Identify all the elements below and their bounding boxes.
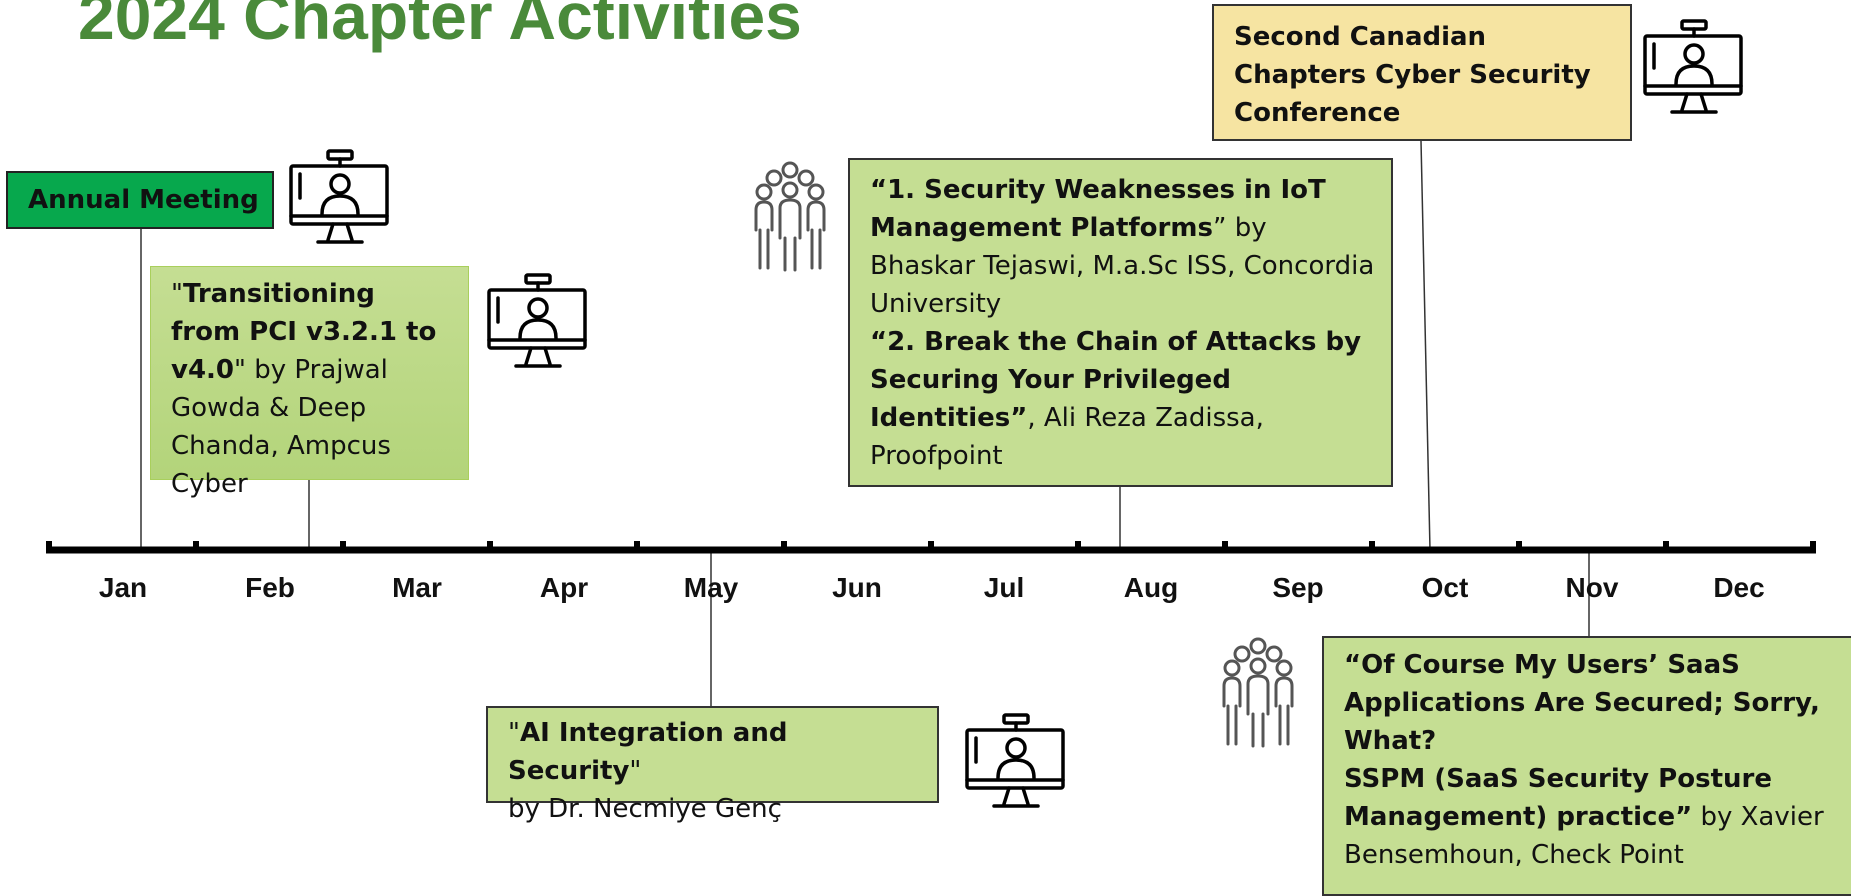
quote-open: “ — [1344, 650, 1362, 680]
month-label-dec: Dec — [1713, 572, 1765, 603]
event-annual-meeting: Annual Meeting — [6, 171, 274, 229]
month-label-apr: Apr — [539, 572, 589, 603]
event-title-2: 2. Break the Chain of Attacks by Securin… — [870, 327, 1362, 433]
month-label-jan: Jan — [98, 572, 148, 603]
event-title: Second Canadian Chapters Cyber Security … — [1234, 22, 1591, 128]
event-byline: by Prajwal Gowda & Deep Chanda, Ampcus C… — [171, 355, 391, 499]
month-label-jun: Jun — [832, 572, 882, 603]
month-label-oct: Oct — [1421, 572, 1469, 603]
event-byline-2: , Ali Reza Zadissa, Proofpoint — [870, 403, 1264, 471]
virtual-meeting-monitor-icon — [289, 149, 389, 244]
month-label-may: May — [683, 572, 739, 603]
event-byline: by Xavier Bensemhoun, Check Point — [1344, 802, 1824, 870]
page-title: 2024 Chapter Activities — [78, 0, 802, 53]
event-saas-security: “Of Course My Users’ SaaS Applications A… — [1322, 636, 1851, 896]
quote-close: " — [629, 756, 642, 786]
event-pci-transition: "Transitioning from PCI v3.2.1 to v4.0" … — [150, 266, 469, 499]
quote-close: ” — [1010, 403, 1028, 433]
axis-ticks — [46, 541, 1816, 553]
connector-canada — [1420, 140, 1431, 551]
quote-open: " — [508, 718, 520, 748]
event-byline-1: by Bhaskar Tejaswi, M.a.Sc ISS, Concordi… — [870, 213, 1375, 319]
event-ai-integration: "AI Integration and Security" by Dr. Nec… — [486, 706, 939, 824]
event-title-1: Of Course My Users’ SaaS Applications Ar… — [1344, 650, 1820, 756]
event-title: Transitioning from PCI v3.2.1 to v4.0 — [171, 279, 437, 385]
in-person-group-icon — [1222, 637, 1294, 748]
virtual-meeting-monitor-icon — [965, 713, 1065, 808]
quote-open: “ — [870, 175, 888, 205]
month-label-mar: Mar — [392, 572, 442, 603]
virtual-meeting-monitor-icon — [487, 273, 587, 368]
quote-close: ” — [1675, 802, 1693, 832]
event-iot-privileged-identities: “1. Security Weaknesses in IoT Managemen… — [848, 158, 1393, 487]
event-title-2: SSPM (SaaS Security Posture Management) … — [1344, 764, 1772, 832]
month-label-nov: Nov — [1565, 572, 1619, 603]
quote-close: " — [234, 355, 246, 385]
event-title: AI Integration and Security — [508, 718, 788, 786]
month-label-jul: Jul — [983, 572, 1025, 603]
quote-open: “ — [870, 327, 888, 357]
event-title-1: 1. Security Weaknesses in IoT Management… — [870, 175, 1326, 243]
month-label-aug: Aug — [1123, 572, 1179, 603]
month-label-feb: Feb — [245, 572, 295, 603]
in-person-group-icon — [754, 161, 826, 272]
quote-open: " — [171, 279, 183, 309]
quote-close: ” — [1212, 213, 1227, 243]
month-label-sep: Sep — [1272, 572, 1324, 603]
event-canadian-conference: Second Canadian Chapters Cyber Security … — [1212, 4, 1632, 141]
virtual-meeting-monitor-icon — [1643, 19, 1743, 114]
event-byline: by Dr. Necmiye Genç — [508, 794, 782, 824]
